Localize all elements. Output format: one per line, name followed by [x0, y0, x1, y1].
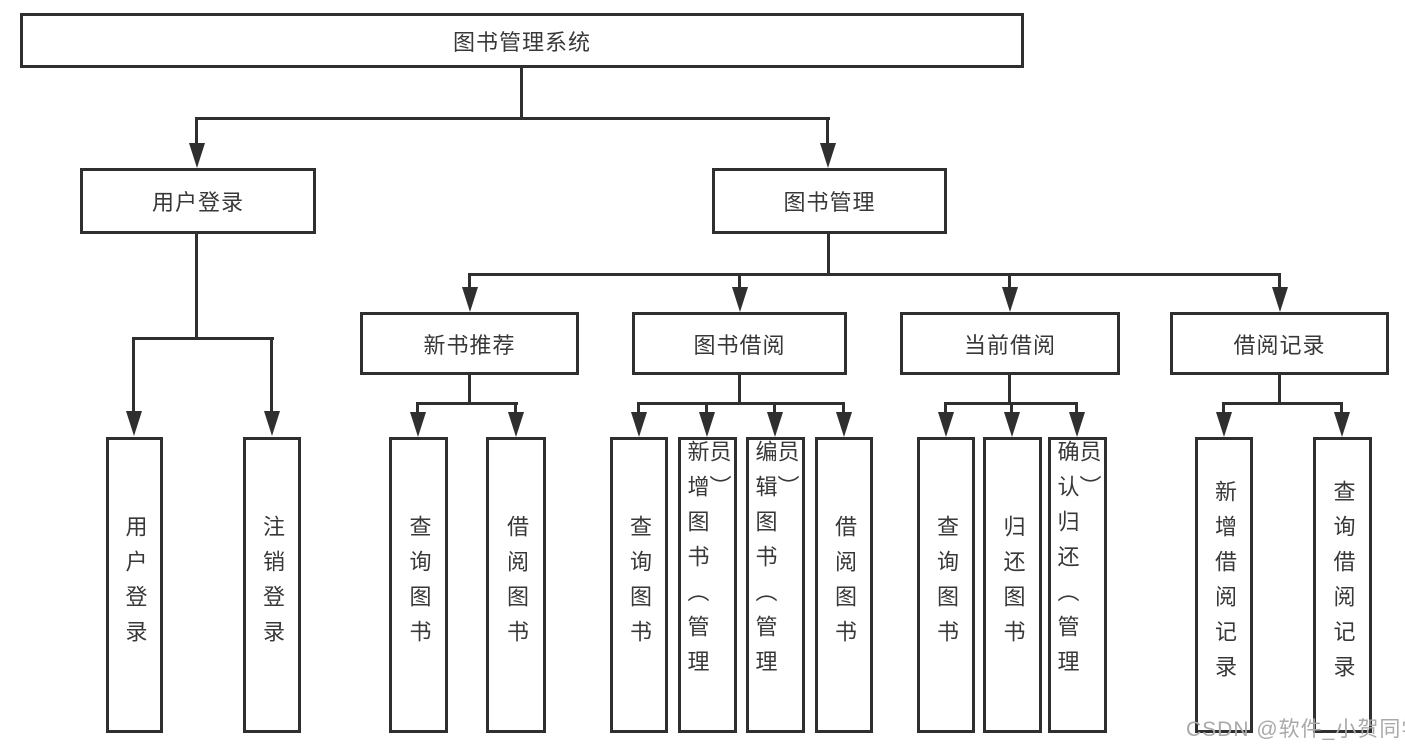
leaf-borrow-book-label: 借阅图书: [832, 515, 857, 655]
node-borrow-record: 借阅记录: [1170, 312, 1389, 375]
connector-line: [637, 402, 845, 405]
leaf-confirm-return-admin-label: 确认归还（管理员）: [1054, 440, 1102, 685]
leaf-edit-book-admin: 编辑图书（管理员）: [746, 437, 805, 733]
connector-line: [1075, 402, 1078, 413]
connector-line: [195, 117, 198, 144]
connector-line: [944, 402, 947, 413]
arrow-down-icon: [699, 412, 715, 437]
leaf-query-borrow-record: 查询借阅记录: [1313, 437, 1372, 733]
arrow-down-icon: [938, 412, 954, 437]
connector-line: [1222, 402, 1343, 405]
arrow-down-icon: [767, 412, 783, 437]
leaf-confirm-return-admin: 确认归还（管理员）: [1048, 437, 1107, 733]
leaf-query-borrow-record-label: 查询借阅记录: [1330, 480, 1356, 690]
connector-line: [1278, 273, 1281, 288]
arrow-down-icon: [836, 412, 852, 437]
connector-line: [1008, 273, 1011, 288]
arrow-down-icon: [1004, 412, 1020, 437]
leaf-add-borrow-record-label: 新增借阅记录: [1212, 480, 1237, 690]
leaf-add-book-admin-label: 新增图书（管理员）: [684, 440, 732, 685]
node-book-management: 图书管理: [712, 168, 947, 234]
leaf-user-login: 用户登录: [106, 437, 163, 733]
arrow-down-icon: [126, 411, 142, 436]
connector-line: [842, 402, 845, 413]
node-user-login: 用户登录: [80, 168, 316, 234]
connector-line: [1010, 402, 1013, 413]
connector-line: [705, 402, 708, 413]
node-current-borrow: 当前借阅: [900, 312, 1120, 375]
connector-line: [196, 117, 830, 120]
connector-line: [416, 402, 419, 413]
leaf-return-book: 归还图书: [983, 437, 1042, 733]
node-new-book-recommend-label: 新书推荐: [423, 332, 516, 358]
connector-line: [270, 337, 273, 411]
arrow-down-icon: [1069, 412, 1085, 437]
connector-line: [132, 337, 135, 411]
arrow-down-icon: [462, 287, 478, 312]
arrow-down-icon: [631, 412, 647, 437]
leaf-add-book-admin: 新增图书（管理员）: [678, 437, 737, 733]
connector-line: [1278, 375, 1281, 402]
leaf-query-book-label: 查询图书: [934, 515, 959, 655]
root-node-label: 图书管理系统: [452, 29, 591, 55]
connector-line: [826, 117, 829, 144]
connector-line: [417, 402, 518, 405]
arrow-down-icon: [1334, 412, 1350, 437]
arrow-down-icon: [264, 411, 280, 436]
arrow-down-icon: [1272, 287, 1288, 312]
leaf-logout-label: 注销登录: [260, 515, 285, 655]
leaf-logout: 注销登录: [243, 437, 301, 733]
connector-line: [195, 234, 198, 337]
connector-line: [738, 273, 741, 288]
leaf-query-book: 查询图书: [917, 437, 975, 733]
arrow-down-icon: [189, 143, 205, 168]
arrow-down-icon: [410, 412, 426, 437]
root-node-library-management-system: 图书管理系统: [20, 13, 1024, 68]
arrow-down-icon: [732, 287, 748, 312]
leaf-edit-book-admin-label: 编辑图书（管理员）: [752, 440, 800, 685]
leaf-query-book-label: 查询图书: [627, 515, 652, 655]
connector-line: [1340, 402, 1343, 413]
node-book-borrow: 图书借阅: [632, 312, 847, 375]
leaf-borrow-book: 借阅图书: [815, 437, 873, 733]
connector-line: [468, 375, 471, 402]
connector-line: [514, 402, 517, 413]
leaf-query-book: 查询图书: [610, 437, 668, 733]
connector-line: [468, 273, 1281, 276]
leaf-query-book: 查询图书: [389, 437, 448, 733]
connector-line: [637, 402, 640, 413]
arrow-down-icon: [820, 143, 836, 168]
leaf-borrow-book: 借阅图书: [486, 437, 546, 733]
leaf-borrow-book-label: 借阅图书: [504, 515, 529, 655]
connector-line: [773, 402, 776, 413]
csdn-watermark: CSDN @软件_小贺同学: [1186, 718, 1405, 741]
leaf-user-login-label: 用户登录: [122, 515, 148, 655]
leaf-query-book-label: 查询图书: [406, 515, 432, 655]
node-new-book-recommend: 新书推荐: [360, 312, 579, 375]
connector-line: [468, 273, 471, 288]
connector-line: [133, 337, 274, 340]
connector-line: [738, 375, 741, 402]
connector-line: [827, 234, 830, 273]
leaf-add-borrow-record: 新增借阅记录: [1195, 437, 1253, 733]
arrow-down-icon: [508, 412, 524, 437]
connector-line: [520, 68, 523, 117]
connector-line: [1008, 375, 1011, 402]
node-book-borrow-label: 图书借阅: [693, 332, 786, 358]
node-book-management-label: 图书管理: [783, 190, 876, 215]
arrow-down-icon: [1002, 287, 1018, 312]
node-borrow-record-label: 借阅记录: [1233, 332, 1326, 358]
connector-line: [1222, 402, 1225, 413]
arrow-down-icon: [1216, 412, 1232, 437]
node-current-borrow-label: 当前借阅: [963, 332, 1056, 358]
node-user-login-label: 用户登录: [151, 190, 244, 215]
leaf-return-book-label: 归还图书: [1000, 515, 1026, 655]
